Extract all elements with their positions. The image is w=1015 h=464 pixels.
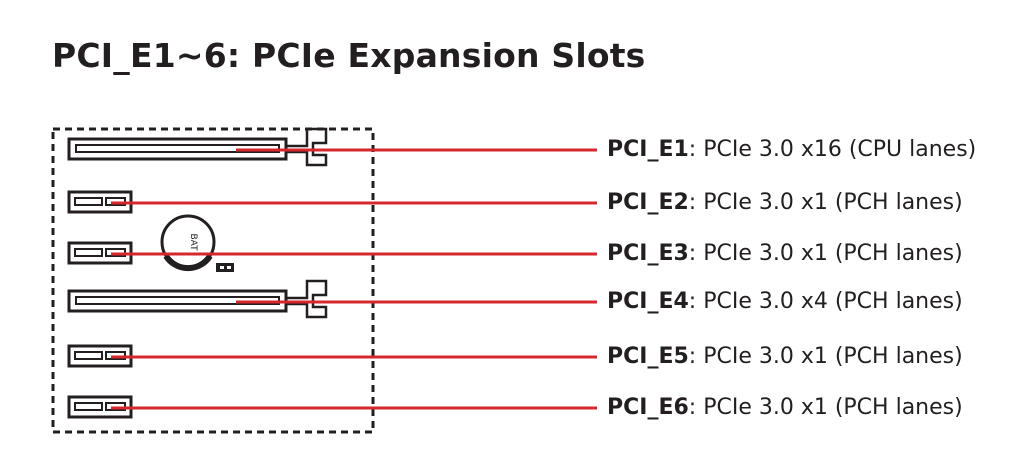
battery-icon: BAT <box>160 214 216 272</box>
pcie-slot-4 <box>67 279 597 319</box>
slot-name: PCI_E1 <box>607 137 689 162</box>
board-area-outline <box>51 127 375 434</box>
slot-description: : PCIe 3.0 x16 (CPU lanes) <box>688 137 977 162</box>
slot-description: : PCIe 3.0 x1 (PCH lanes) <box>688 190 963 215</box>
pcie-slot-5 <box>67 344 597 368</box>
pcie-slot-6 <box>67 395 597 419</box>
pcie-slot-2 <box>67 190 597 214</box>
slot-name: PCI_E4 <box>607 289 689 314</box>
slot-label-6: PCI_E6: PCIe 3.0 x1 (PCH lanes) <box>607 394 963 422</box>
slot-label-1: PCI_E1: PCIe 3.0 x16 (CPU lanes) <box>607 136 976 164</box>
slot-name: PCI_E3 <box>607 241 689 266</box>
slot-name: PCI_E6 <box>607 395 689 420</box>
slot-description: : PCIe 3.0 x1 (PCH lanes) <box>688 241 963 266</box>
slot-description: : PCIe 3.0 x4 (PCH lanes) <box>688 289 963 314</box>
slot-label-3: PCI_E3: PCIe 3.0 x1 (PCH lanes) <box>607 240 963 268</box>
page-title: PCI_E1~6: PCIe Expansion Slots <box>52 36 646 75</box>
pcie-slot-3 <box>67 241 597 265</box>
battery-label: BAT <box>188 233 198 251</box>
slot-description: : PCIe 3.0 x1 (PCH lanes) <box>688 395 963 420</box>
slot-label-2: PCI_E2: PCIe 3.0 x1 (PCH lanes) <box>607 189 963 217</box>
slot-label-5: PCI_E5: PCIe 3.0 x1 (PCH lanes) <box>607 343 963 371</box>
pcie-slot-1 <box>67 127 597 167</box>
slot-name: PCI_E2 <box>607 190 689 215</box>
slot-name: PCI_E5 <box>607 344 689 369</box>
jumper-icon <box>216 263 234 272</box>
slot-label-4: PCI_E4: PCIe 3.0 x4 (PCH lanes) <box>607 288 963 316</box>
slot-description: : PCIe 3.0 x1 (PCH lanes) <box>688 344 963 369</box>
